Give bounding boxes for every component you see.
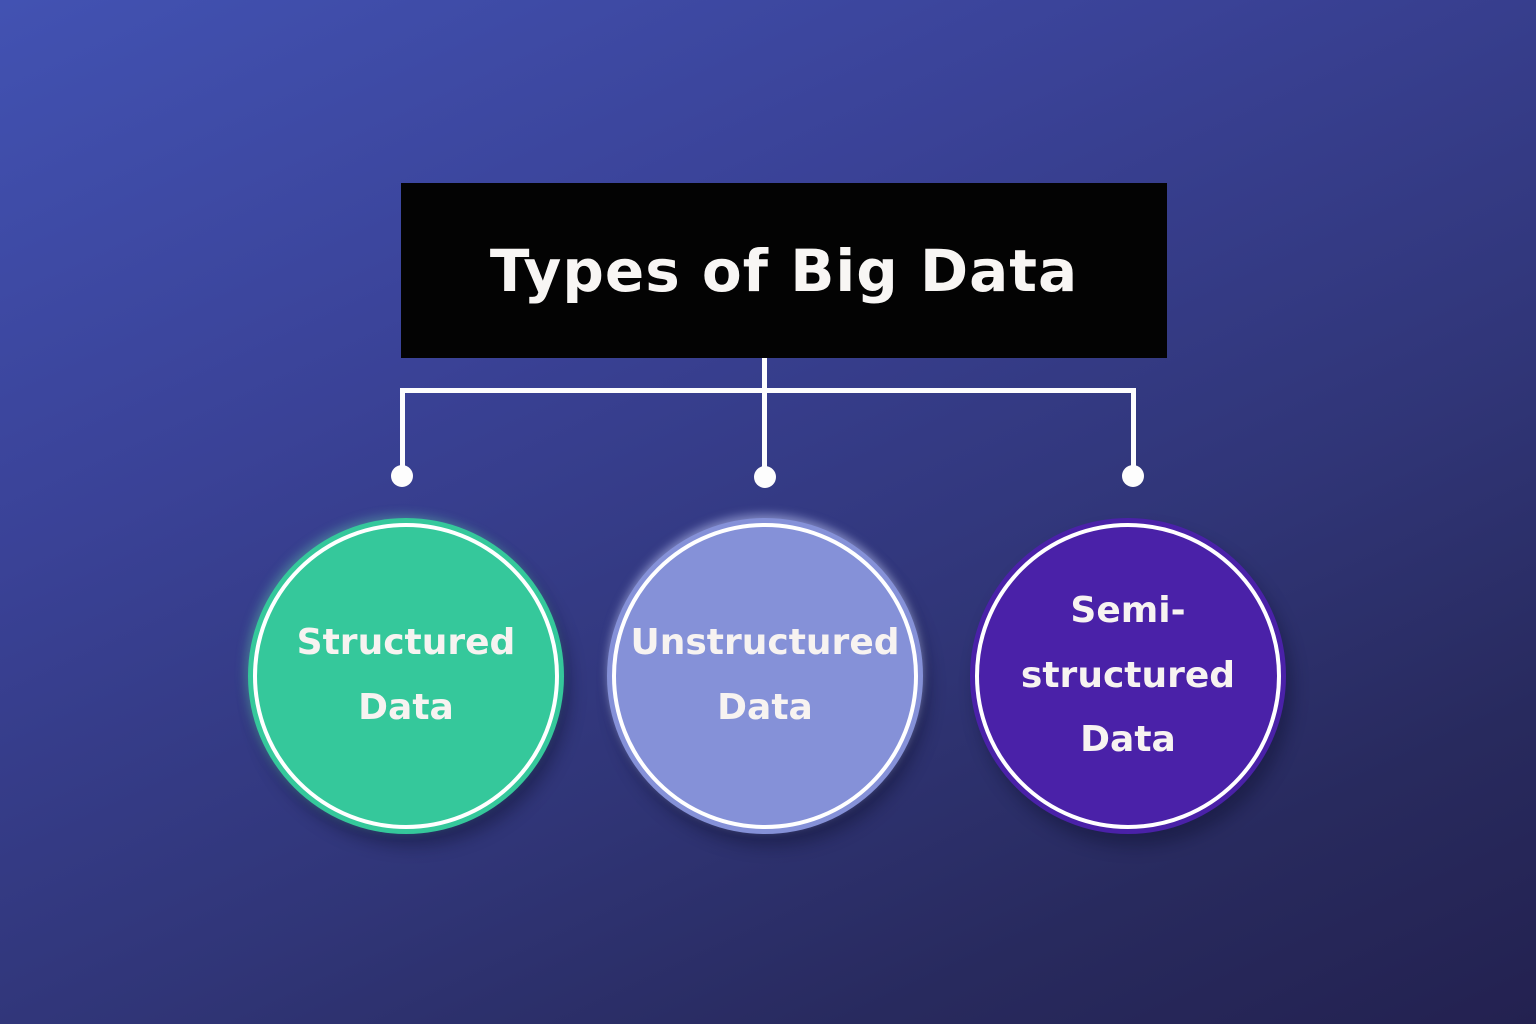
connector-horizontal-line — [400, 388, 1136, 393]
node-unstructured-data: Unstructured Data — [607, 518, 923, 834]
node-label-line: Data — [717, 687, 813, 728]
connector-vertical-center — [762, 358, 767, 470]
node-semi-structured-data: Semi- structured Data — [970, 518, 1286, 834]
node-label-line: Structured — [296, 622, 516, 664]
node-label: Unstructured Data — [607, 518, 923, 834]
node-structured-data: Structured Data — [248, 518, 564, 834]
node-label-line: Unstructured — [630, 622, 900, 664]
connector-vertical-left — [400, 390, 405, 470]
node-label-line: Data — [358, 687, 454, 728]
title-box: Types of Big Data — [401, 183, 1167, 358]
node-label-line: Data — [1080, 719, 1176, 761]
page-title: Types of Big Data — [489, 236, 1079, 305]
node-label-line: Semi- — [1070, 589, 1186, 631]
node-label-line: structured — [1020, 654, 1236, 696]
node-label: Structured Data — [248, 518, 564, 834]
connector-dot-right — [1122, 465, 1144, 487]
connector-vertical-right — [1131, 390, 1136, 470]
node-label: Semi- structured Data — [970, 518, 1286, 834]
connector-dot-left — [391, 465, 413, 487]
connector-dot-center — [754, 466, 776, 488]
